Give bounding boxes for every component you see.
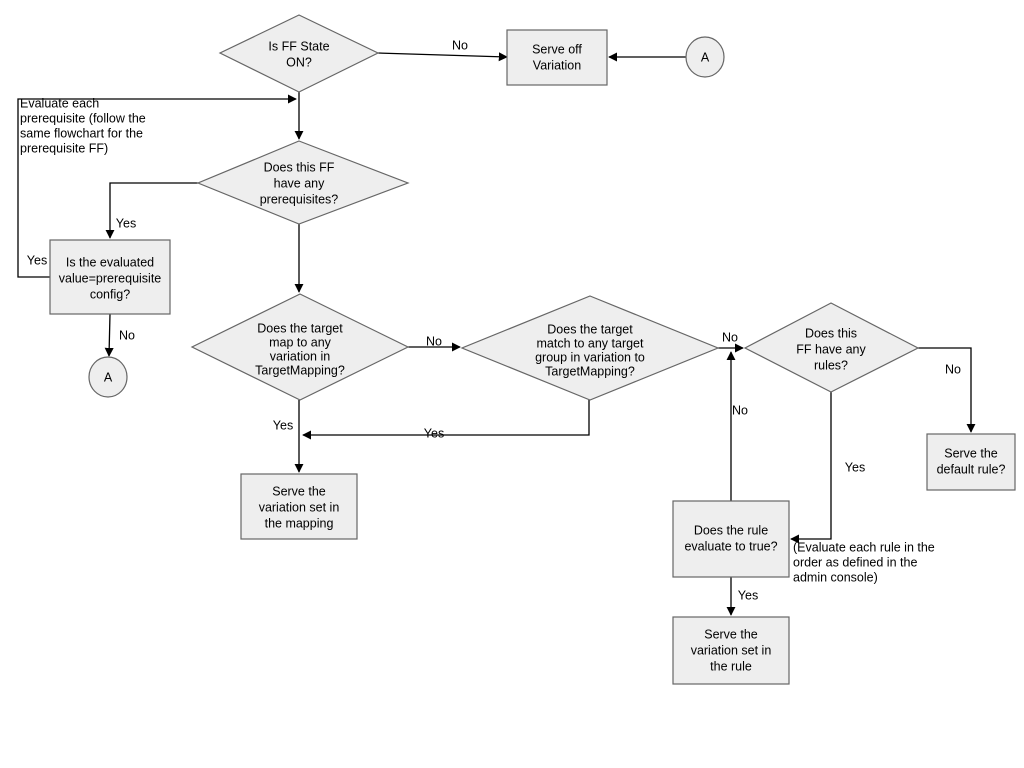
edge-target-group-yes xyxy=(302,400,590,440)
note-line: admin console) xyxy=(793,570,878,584)
edge-prereq-config-yes-loop xyxy=(17,94,297,278)
note-line: Evaluate each xyxy=(20,96,99,110)
decision-shape xyxy=(460,295,720,401)
edge-label-target-group-yes: Yes xyxy=(424,426,444,440)
edge-label-rule-true-yes: Yes xyxy=(738,588,758,602)
connector-label: A xyxy=(104,370,113,384)
node-label-line: variation set in xyxy=(259,500,340,514)
edge-label-rule-true-no: No xyxy=(732,403,748,417)
decision-shape xyxy=(196,140,410,225)
edge-label-prereq-yes: Yes xyxy=(116,216,136,230)
node-label-line: Serve the xyxy=(272,484,326,498)
node-label-line: default rule? xyxy=(937,462,1006,476)
node-serve-variation-rule[interactable]: Serve the variation set in the rule xyxy=(672,616,790,685)
node-rule-evaluates-true[interactable]: Does the rule evaluate to true? xyxy=(672,500,790,578)
note-rule-order: (Evaluate each rule in the order as defi… xyxy=(793,540,935,584)
connector-shape xyxy=(685,36,725,78)
node-label-line: Is the evaluated xyxy=(66,255,154,269)
node-label-line: group in variation to xyxy=(535,350,645,364)
node-is-ff-state-on[interactable]: Is FF State ON? xyxy=(218,14,380,93)
node-label-line: variation set in xyxy=(691,643,772,657)
node-label-line: Does the rule xyxy=(694,523,768,537)
node-label-line: TargetMapping? xyxy=(545,364,635,378)
node-label-line: variation in xyxy=(270,349,330,363)
process-shape xyxy=(506,29,608,86)
edges-layer xyxy=(17,52,976,616)
node-label-line: Does this xyxy=(805,326,857,340)
node-label-line: value=prerequisite xyxy=(59,271,162,285)
edge-label-has-rules-yes: Yes xyxy=(845,460,865,474)
process-shape xyxy=(240,473,358,540)
process-shape xyxy=(49,239,171,315)
edge-prereq-yes xyxy=(105,182,198,239)
node-label-line: config? xyxy=(90,287,130,301)
node-label-line: rules? xyxy=(814,358,848,372)
node-label-line: evaluate to true? xyxy=(684,539,777,553)
node-label-line: Variation xyxy=(533,58,581,72)
edge-label-target-map-no: No xyxy=(426,334,442,348)
node-has-rules[interactable]: Does this FF have any rules? xyxy=(743,302,920,393)
edge-label-prereq-config-yes: Yes xyxy=(27,253,47,267)
node-serve-default-rule[interactable]: Serve the default rule? xyxy=(926,433,1016,491)
decision-shape xyxy=(743,302,920,393)
node-has-prerequisites[interactable]: Does this FF have any prerequisites? xyxy=(196,140,410,225)
edge-has-rules-no xyxy=(918,347,976,433)
node-label-line: TargetMapping? xyxy=(255,363,345,377)
node-target-map-check[interactable]: Does the target map to any variation in … xyxy=(190,293,410,401)
node-label-line: match to any target xyxy=(536,336,644,350)
node-label-line: ON? xyxy=(286,55,312,69)
node-label-line: the mapping xyxy=(265,516,334,530)
node-label-line: Serve the xyxy=(944,446,998,460)
node-label-line: map to any xyxy=(269,335,332,349)
note-line: prerequisite (follow the xyxy=(20,111,146,125)
node-label-line: have any xyxy=(274,176,325,190)
decision-shape xyxy=(218,14,380,93)
note-line: prerequisite FF) xyxy=(20,141,108,155)
node-label-line: Does the target xyxy=(257,321,343,335)
node-label-line: FF have any xyxy=(796,342,866,356)
node-label-line: Is FF State xyxy=(268,39,329,53)
node-label-line: Serve off xyxy=(532,42,582,56)
node-label-line: Serve the xyxy=(704,627,758,641)
node-label-line: Does this FF xyxy=(264,160,335,174)
node-label-line: the rule xyxy=(710,659,752,673)
edge-label-ff-state-no: No xyxy=(452,38,468,52)
process-shape xyxy=(926,433,1016,491)
decision-shape xyxy=(190,293,410,401)
node-label-line: prerequisites? xyxy=(260,192,339,206)
edge-label-prereq-config-no: No xyxy=(119,328,135,342)
connector-label: A xyxy=(701,50,710,64)
node-prerequisite-config-check[interactable]: Is the evaluated value=prerequisite conf… xyxy=(49,239,171,315)
note-line: order as defined in the xyxy=(793,555,917,569)
connector-shape xyxy=(88,356,128,398)
edge-ff-state-no xyxy=(377,52,508,62)
edge-label-target-group-no: No xyxy=(722,330,738,344)
node-serve-variation-mapping[interactable]: Serve the variation set in the mapping xyxy=(240,473,358,540)
edge-labels-layer: No Yes Yes No No Yes No Yes No Yes No Ye… xyxy=(27,38,961,602)
edge-prereq-config-no xyxy=(104,313,114,357)
node-connector-a-top[interactable]: A xyxy=(685,36,725,78)
node-label-line: Does the target xyxy=(547,322,633,336)
edge-label-has-rules-no: No xyxy=(945,362,961,376)
note-prerequisite: Evaluate each prerequisite (follow the s… xyxy=(20,96,146,155)
node-target-group-check[interactable]: Does the target match to any target grou… xyxy=(460,295,720,401)
note-line: same flowchart for the xyxy=(20,126,143,140)
edge-has-rules-yes xyxy=(790,392,832,544)
process-shape xyxy=(672,616,790,685)
edge-label-target-map-yes: Yes xyxy=(273,418,293,432)
node-serve-off-variation[interactable]: Serve off Variation xyxy=(506,29,608,86)
process-shape xyxy=(672,500,790,578)
note-line: (Evaluate each rule in the xyxy=(793,540,935,554)
node-connector-a-bottom[interactable]: A xyxy=(88,356,128,398)
